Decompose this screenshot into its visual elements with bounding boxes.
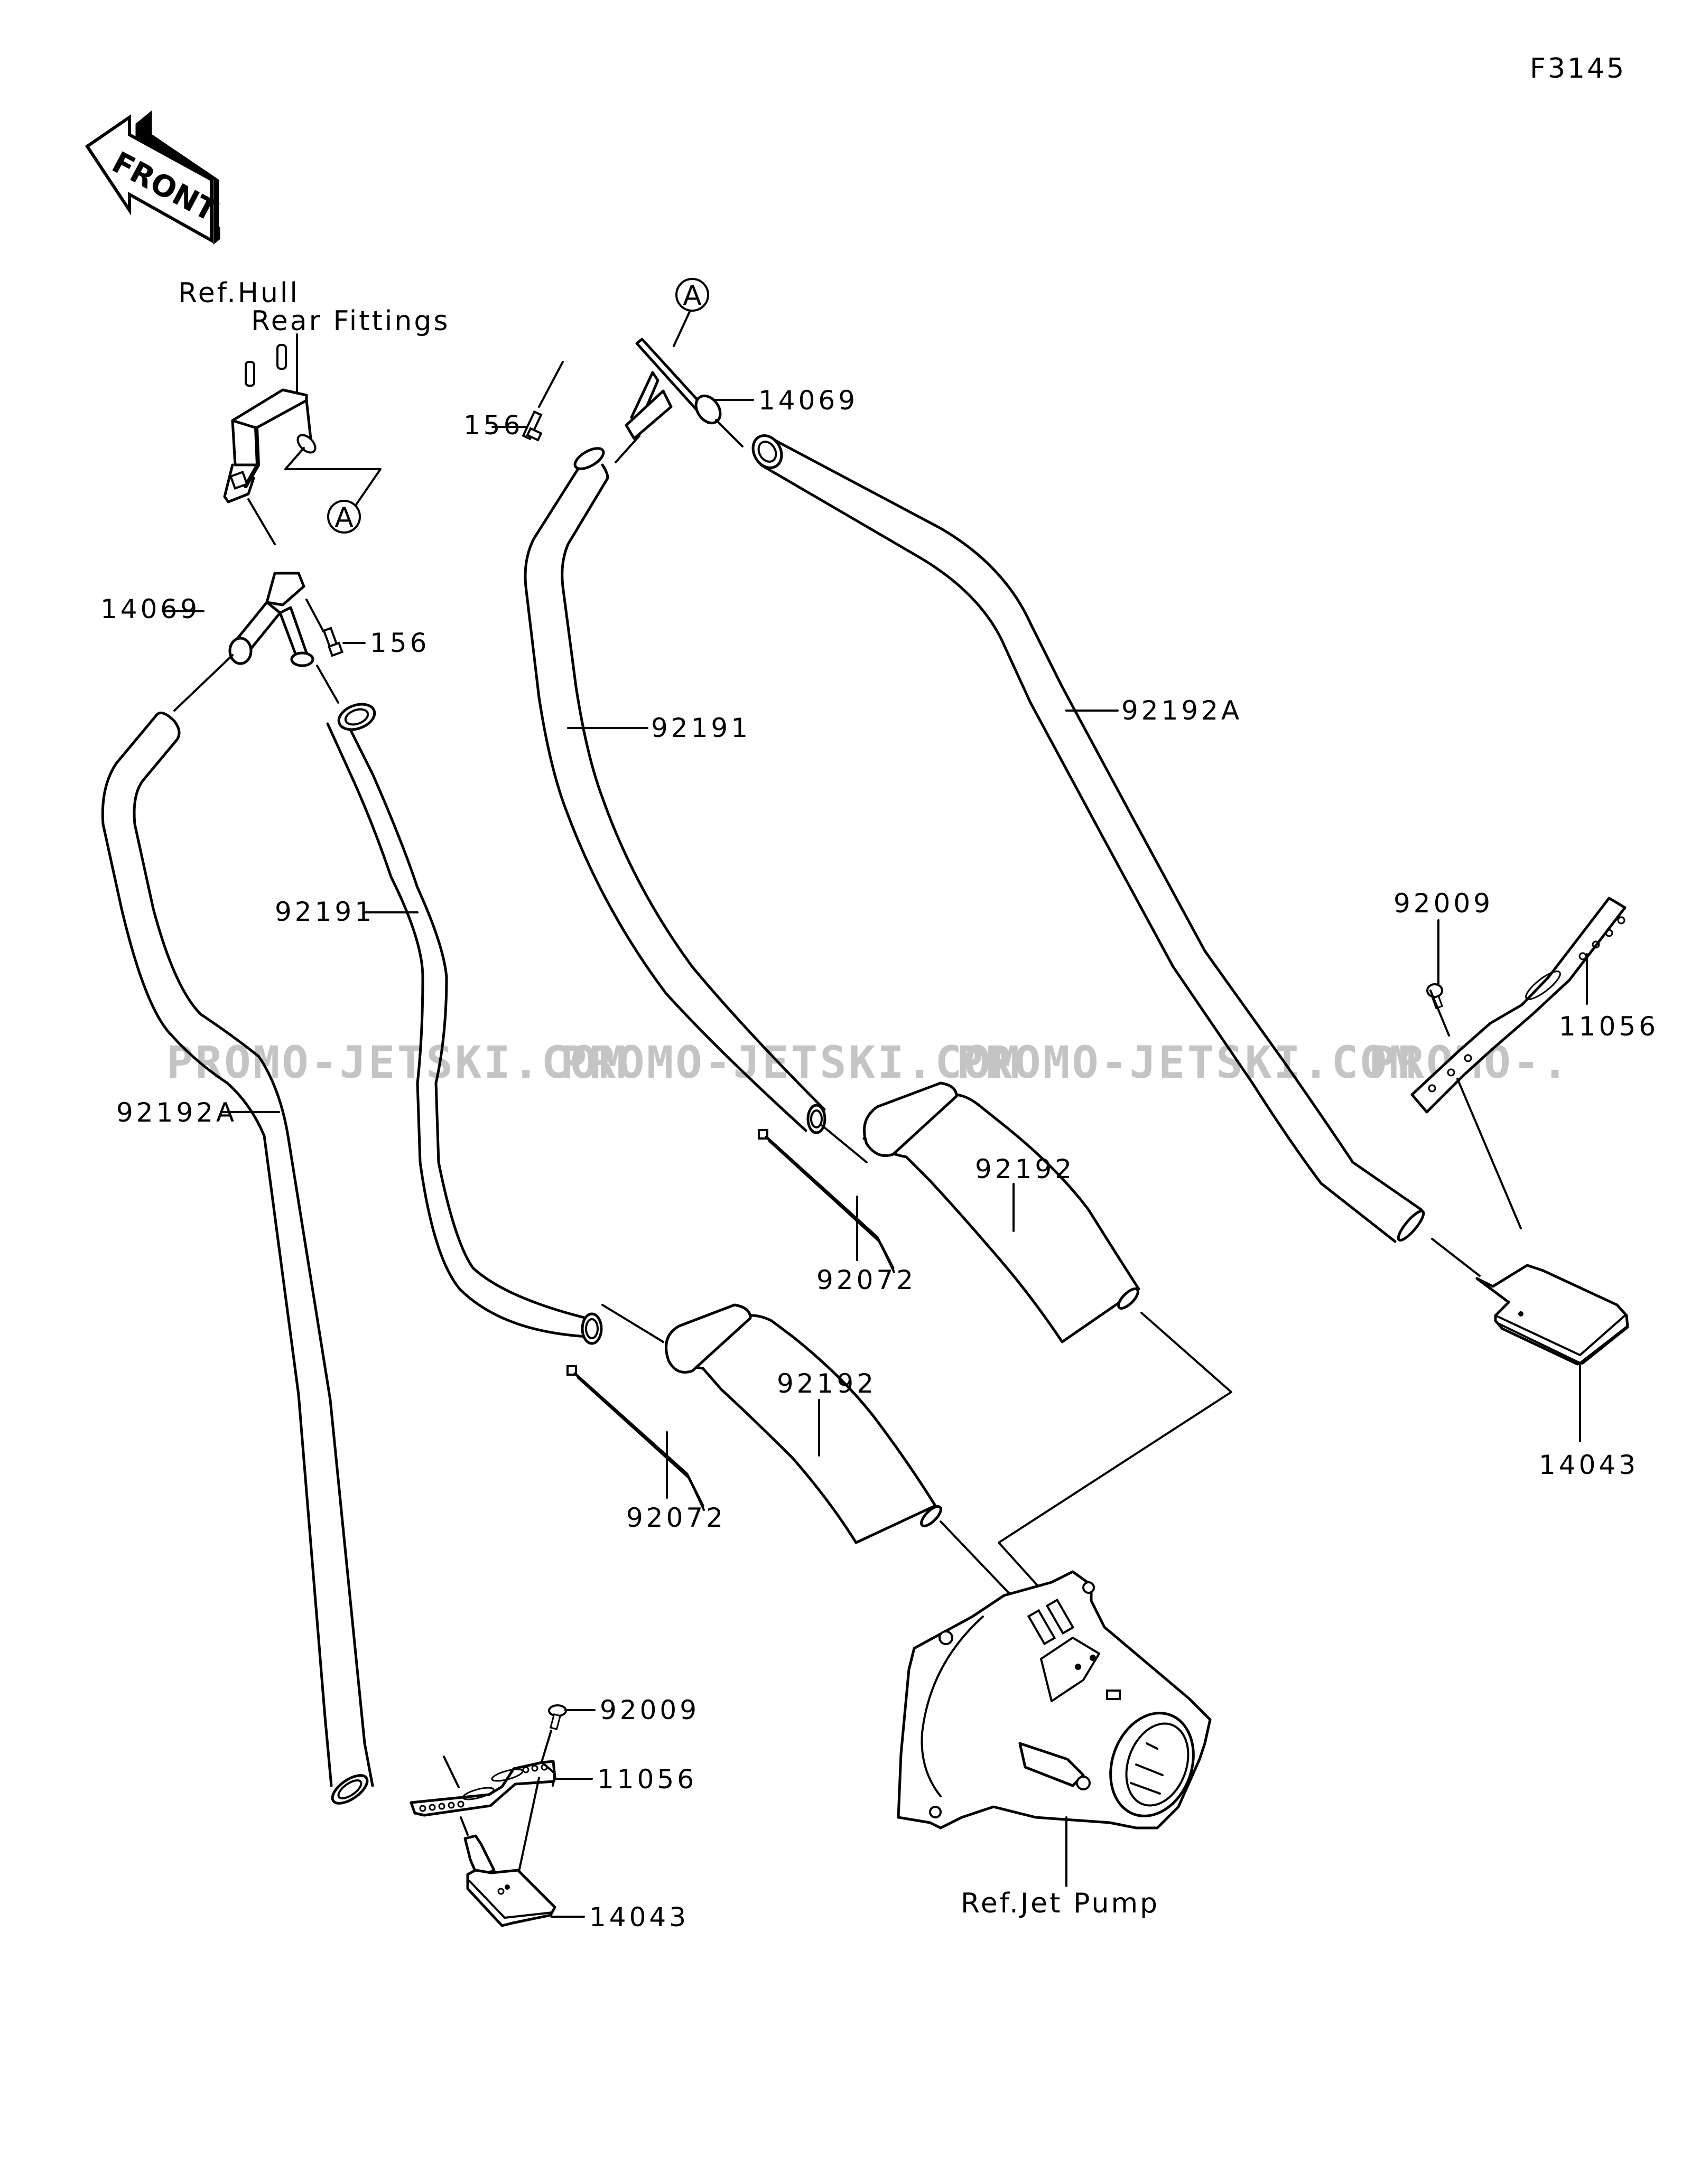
callout-right-hose-inner: 92191: [651, 713, 751, 743]
watermark: PROMO-JETSKI.COM PROMO-JETSKI.COM PROMO-…: [166, 1037, 1568, 1088]
right-strainer: [1475, 1264, 1629, 1366]
left-inner-hose: [326, 703, 603, 1345]
callout-right-screw: 92009: [1393, 888, 1493, 919]
upper-short-hose: [862, 1081, 1140, 1343]
left-hose-fitting: [228, 572, 314, 667]
callout-left-hose-inner: 92191: [275, 897, 375, 927]
front-arrow-icon: FRONT: [85, 110, 222, 245]
right-screw: [1426, 983, 1443, 1010]
right-hose-fitting: [625, 338, 722, 440]
callout-right-hose-outer: 92192A: [1121, 695, 1242, 726]
watermark-text: PROMO-JETSKI.COM: [956, 1037, 1418, 1088]
right-bolt: [522, 410, 543, 442]
callout-lower-short-hose: 92192: [777, 1368, 877, 1399]
lower-short-hose: [665, 1303, 942, 1544]
connection-marker-a: A: [675, 278, 709, 312]
callout-upper-cable-tie: 92072: [816, 1265, 916, 1295]
callout-left-bracket: 11056: [597, 1764, 697, 1795]
callout-left-strainer: 14043: [589, 1902, 689, 1933]
callout-upper-short-hose: 92192: [975, 1154, 1075, 1184]
ref-hull-label: Ref.Hull: [178, 277, 300, 309]
left-bolt: [322, 627, 344, 657]
lower-cable-tie: [566, 1365, 705, 1511]
callout-lower-cable-tie: 92072: [626, 1502, 726, 1533]
callout-left-bolt: 156: [370, 628, 430, 658]
ref-hull-label-2: Rear Fittings: [251, 305, 450, 337]
hull-rear-fitting-bracket: [223, 333, 382, 545]
upper-cable-tie: [758, 1129, 895, 1273]
callout-right-strainer: 14043: [1539, 1450, 1639, 1480]
svg-text:A: A: [683, 280, 702, 312]
right-outer-hose: [751, 434, 1425, 1243]
left-screw: [548, 1704, 567, 1730]
callout-right-bracket: 11056: [1559, 1011, 1659, 1042]
ref-jet-pump-label: Ref.Jet Pump: [961, 1888, 1159, 1919]
svg-text:A: A: [335, 502, 354, 534]
callout-right-bolt: 156: [463, 410, 523, 441]
figure-code: F3145: [1530, 53, 1626, 85]
callout-left-screw: 92009: [600, 1695, 700, 1725]
connection-marker-a: A: [327, 500, 361, 534]
jet-pump-housing: [897, 1570, 1212, 1830]
right-inner-hose: [524, 447, 826, 1134]
right-mounting-bracket: [1410, 897, 1627, 1114]
left-strainer: [463, 1834, 556, 1927]
watermark-text: PROMO-JETSKI.COM: [560, 1037, 1021, 1088]
callout-left-hose-outer: 92192A: [116, 1097, 237, 1128]
watermark-text: PROMO-JETSKI.COM: [166, 1037, 628, 1088]
callout-right-fitting: 14069: [758, 385, 858, 416]
callout-left-fitting: 14069: [100, 594, 200, 624]
left-outer-hose: [101, 711, 374, 1805]
leader-line: [305, 599, 324, 632]
